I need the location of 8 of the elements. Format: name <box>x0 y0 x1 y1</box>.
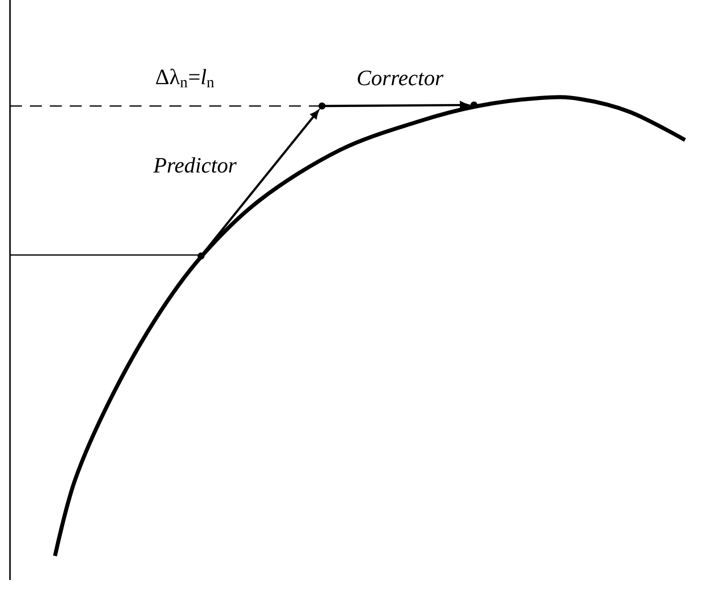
arrow <box>324 101 468 109</box>
curve-point <box>198 252 204 260</box>
curve-point <box>318 102 326 110</box>
edge-label: Corrector <box>358 70 444 86</box>
arrow <box>202 110 319 255</box>
curve-point <box>470 102 478 108</box>
edge-label: Predictor <box>153 157 237 173</box>
step-formula-label: Δλ$_{n}$=l$_{n}$ <box>156 68 214 88</box>
